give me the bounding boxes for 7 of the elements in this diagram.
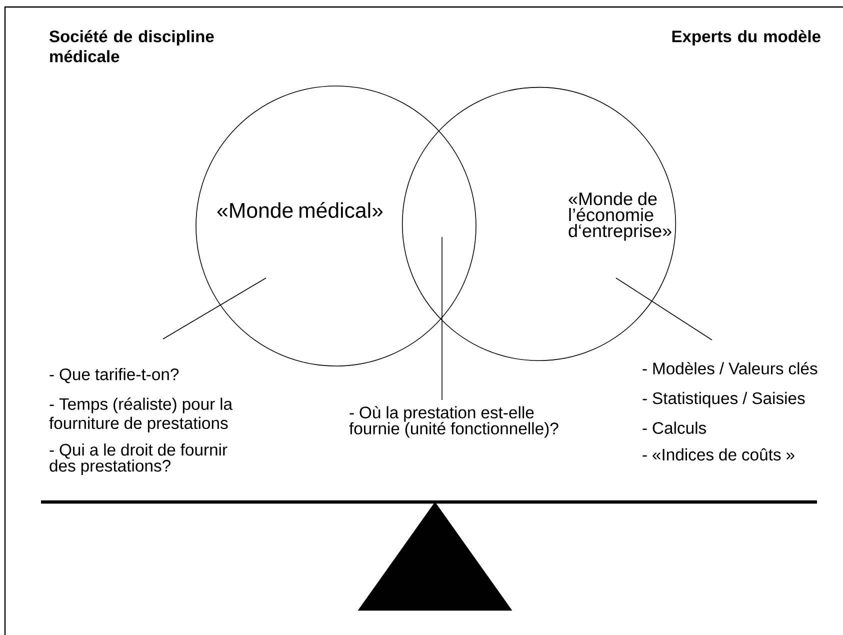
leader-line — [616, 278, 712, 340]
heading: Experts du modèle — [672, 30, 820, 46]
heading: Société de discipline médicale — [50, 30, 214, 62]
leader-line — [162, 278, 266, 340]
text-list: - Où la prestation est-elle fournie (unité fonctionnelle)? — [349, 406, 558, 438]
text-list: - Modèles / Valeurs clés - Statistiques / Saisies - Calculs - «Indices de coûts » — [642, 362, 818, 461]
text-list: - Que tarifie-t-on? - Temps (réaliste) pour la fourniture de prestations - Qui a le droit de fournir des prestations? — [49, 368, 233, 475]
